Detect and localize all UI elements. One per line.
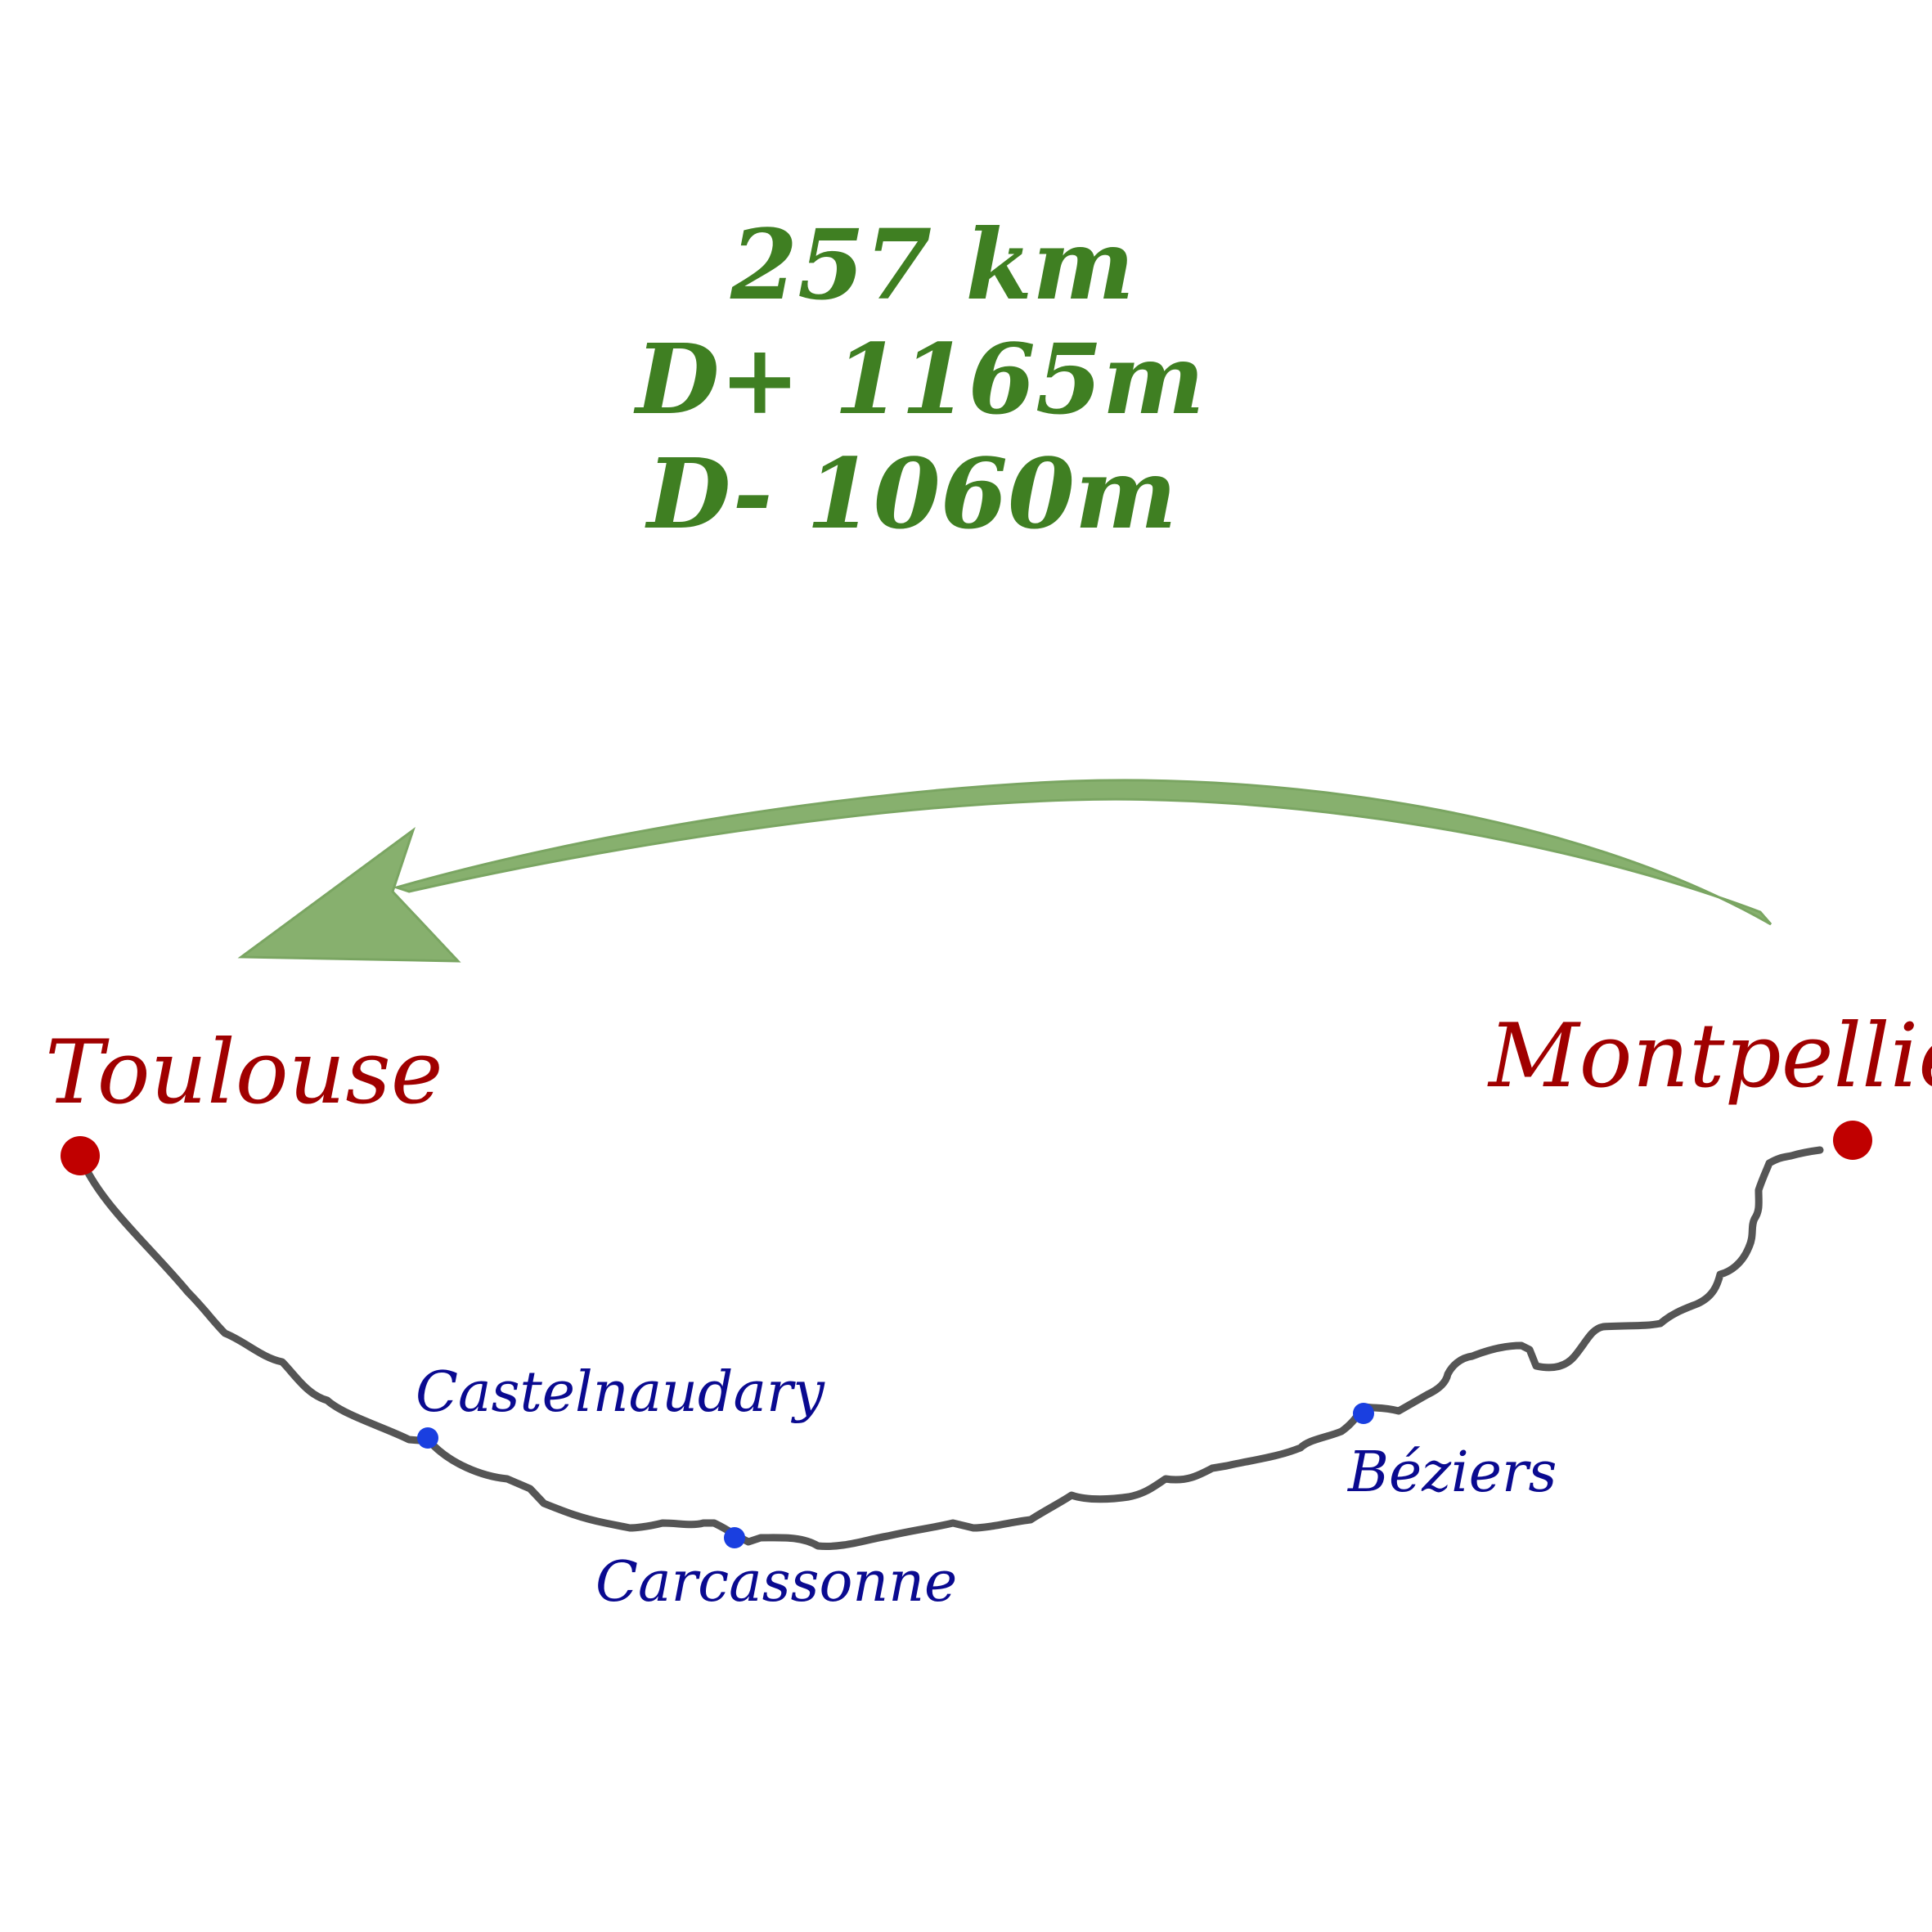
city-marker-toulouse[interactable] bbox=[61, 1136, 100, 1175]
route-line bbox=[76, 1146, 1824, 1550]
distance-label: 257 km bbox=[730, 208, 1134, 321]
town-marker-castelnaudary[interactable] bbox=[417, 1427, 438, 1449]
elevation-loss-label: D- 1060m bbox=[645, 437, 1177, 550]
direction-arrow-icon bbox=[237, 779, 1772, 963]
city-label-toulouse: Toulouse bbox=[45, 1022, 443, 1124]
town-label-beziers: Béziers bbox=[1346, 1440, 1557, 1505]
town-marker-carcassonne[interactable] bbox=[724, 1527, 745, 1548]
route-stats: 257 km D+ 1165m D- 1060m bbox=[633, 208, 1205, 550]
town-label-castelnaudary: Castelnaudary bbox=[416, 1360, 825, 1425]
city-label-montpellier: Montpellier bbox=[1487, 1005, 1932, 1108]
town-marker-beziers[interactable] bbox=[1353, 1403, 1374, 1424]
city-marker-montpellier[interactable] bbox=[1833, 1121, 1872, 1160]
town-label-carcassonne: Carcassonne bbox=[595, 1550, 957, 1615]
elevation-gain-label: D+ 1165m bbox=[633, 322, 1205, 436]
